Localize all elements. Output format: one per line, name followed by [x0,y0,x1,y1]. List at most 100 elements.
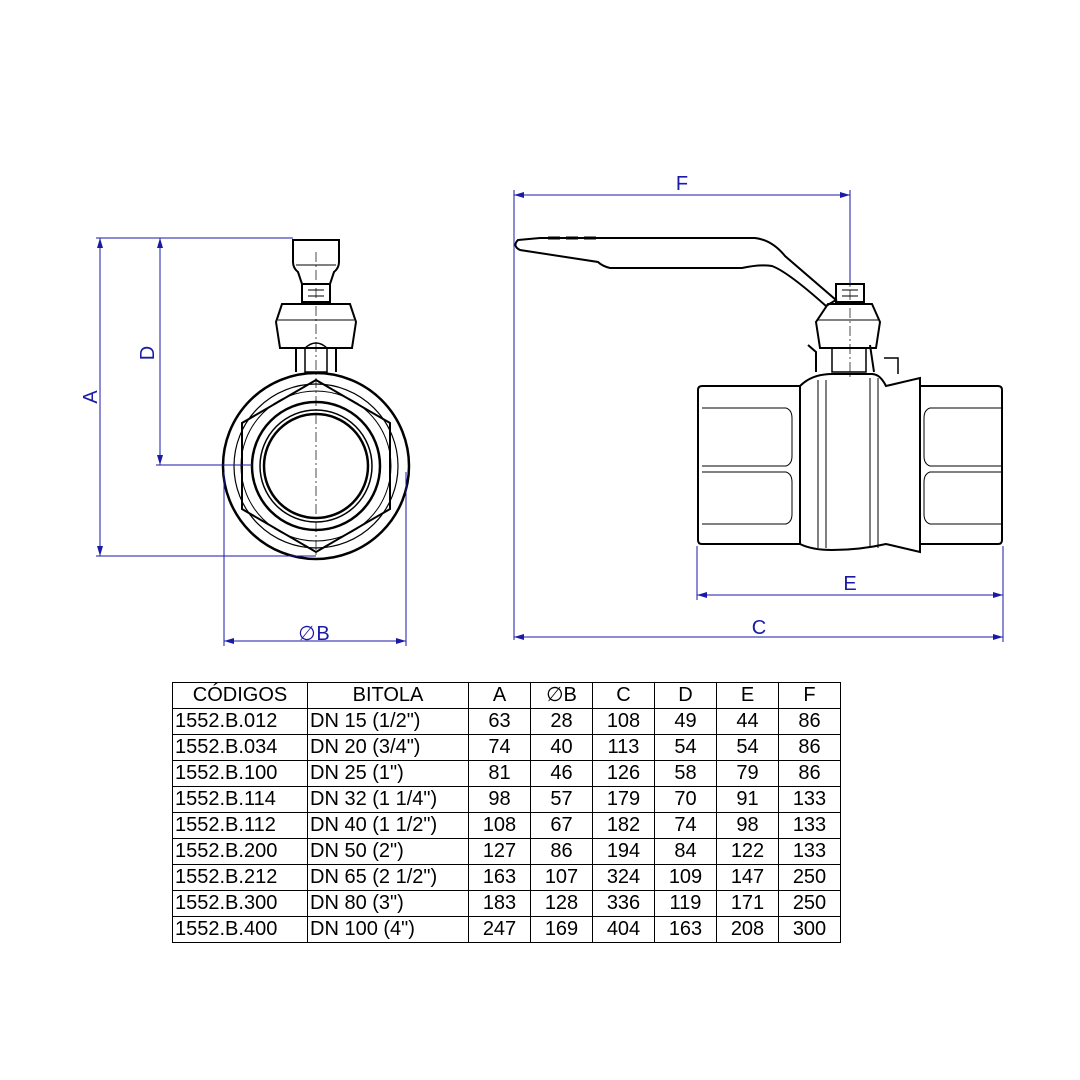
dim-label-f: F [676,173,688,195]
header-a: A [468,682,531,709]
header-b: ∅B [530,682,593,709]
cell-value: 182 [592,812,655,839]
cell-value: 247 [468,916,531,943]
cell-value: 208 [716,916,779,943]
side-view [514,236,1003,554]
cell-code: 1552.B.012 [172,708,308,735]
diameter-symbol: ∅ [298,623,315,645]
front-view [221,239,411,561]
header-codigos: CÓDIGOS [172,682,308,709]
cell-value: 67 [530,812,593,839]
cell-value: 163 [468,864,531,891]
cell-value: 49 [654,708,717,735]
header-bitola: BITOLA [307,682,469,709]
cell-value: 28 [530,708,593,735]
cell-value: 336 [592,890,655,917]
cell-value: 44 [716,708,779,735]
cell-value: 98 [468,786,531,813]
cell-value: 169 [530,916,593,943]
cell-value: 147 [716,864,779,891]
cell-value: 122 [716,838,779,865]
cell-value: 324 [592,864,655,891]
cell-value: 54 [654,734,717,761]
cell-value: 58 [654,760,717,787]
dim-label-e: E [843,573,856,595]
cell-value: 86 [530,838,593,865]
cell-value: 127 [468,838,531,865]
cell-value: 91 [716,786,779,813]
cell-value: 133 [778,786,841,813]
cell-value: 46 [530,760,593,787]
dim-label-d: D [137,346,159,360]
header-d: D [654,682,717,709]
cell-code: 1552.B.400 [172,916,308,943]
cell-code: 1552.B.212 [172,864,308,891]
cell-value: 79 [716,760,779,787]
cell-value: 126 [592,760,655,787]
cell-value: 108 [468,812,531,839]
cell-size: DN 50 (2") [307,838,469,865]
cell-value: 54 [716,734,779,761]
cell-value: 86 [778,760,841,787]
cell-size: DN 100 (4") [307,916,469,943]
cell-value: 98 [716,812,779,839]
cell-value: 119 [654,890,717,917]
cell-value: 133 [778,838,841,865]
cell-size: DN 65 (2 1/2") [307,864,469,891]
cell-value: 133 [778,812,841,839]
cell-value: 179 [592,786,655,813]
cell-code: 1552.B.034 [172,734,308,761]
cell-value: 86 [778,734,841,761]
cell-value: 109 [654,864,717,891]
cell-code: 1552.B.114 [172,786,308,813]
header-e: E [716,682,779,709]
cell-code: 1552.B.100 [172,760,308,787]
cell-value: 300 [778,916,841,943]
cell-value: 74 [468,734,531,761]
cell-size: DN 20 (3/4") [307,734,469,761]
dim-label-b: B [316,623,329,645]
cell-value: 250 [778,864,841,891]
cell-value: 113 [592,734,655,761]
cell-size: DN 80 (3") [307,890,469,917]
cell-value: 163 [654,916,717,943]
cell-value: 81 [468,760,531,787]
cell-value: 86 [778,708,841,735]
cell-value: 70 [654,786,717,813]
cell-value: 108 [592,708,655,735]
header-f: F [778,682,841,709]
cell-code: 1552.B.200 [172,838,308,865]
cell-value: 74 [654,812,717,839]
cell-value: 107 [530,864,593,891]
cell-value: 128 [530,890,593,917]
cell-value: 183 [468,890,531,917]
cell-code: 1552.B.112 [172,812,308,839]
table-header-row: CÓDIGOS BITOLA A ∅B C D E F [172,682,841,709]
cell-value: 63 [468,708,531,735]
cell-value: 171 [716,890,779,917]
cell-value: 194 [592,838,655,865]
header-c: C [592,682,655,709]
cell-value: 57 [530,786,593,813]
cell-value: 40 [530,734,593,761]
cell-value: 84 [654,838,717,865]
cell-size: DN 25 (1") [307,760,469,787]
cell-size: DN 32 (1 1/4") [307,786,469,813]
dim-label-a: A [80,390,102,404]
cell-value: 404 [592,916,655,943]
cell-code: 1552.B.300 [172,890,308,917]
cell-size: DN 40 (1 1/2") [307,812,469,839]
cell-size: DN 15 (1/2") [307,708,469,735]
dim-label-c: C [752,617,766,639]
